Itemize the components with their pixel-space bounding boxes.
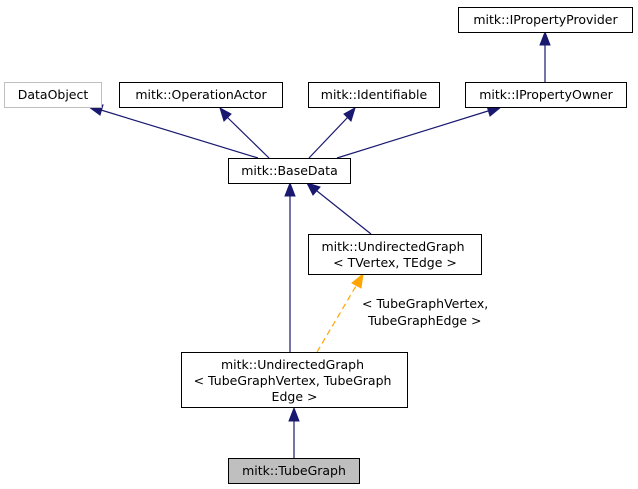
svg-text:DataObject: DataObject [18, 87, 89, 102]
node-operation-actor[interactable]: mitk::OperationActor [119, 82, 283, 108]
node-label: mitk::UndirectedGraph [221, 357, 364, 372]
svg-text:mitk::Identifiable: mitk::Identifiable [321, 87, 428, 102]
svg-text:mitk::IPropertyOwner: mitk::IPropertyOwner [479, 87, 613, 102]
node-identifiable[interactable]: mitk::Identifiable [308, 82, 440, 108]
svg-text:mitk::UndirectedGraph <: mitk::UndirectedGraph < TubeGraphVertex,… [194, 357, 396, 404]
template-binding-label-line: < TubeGraphVertex, [362, 296, 488, 311]
edge-base-data-to-data-object [87, 104, 259, 159]
svg-text:mitk::IPropertyProvider: mitk::IPropertyProvider [473, 12, 618, 27]
node-tube-graph[interactable]: mitk::TubeGraph [228, 458, 360, 484]
node-label: mitk::OperationActor [135, 87, 267, 102]
edge-iproperty-owner-to-iproperty-provider [539, 30, 551, 82]
edge-base-data-to-operation-actor [219, 106, 270, 159]
node-label: < TVertex, TEdge > [333, 255, 457, 270]
node-label: mitk::BaseData [241, 163, 338, 178]
edge-base-data-to-iproperty-owner [336, 105, 503, 159]
node-undirected-graph-instance[interactable]: mitk::UndirectedGraph < TubeGraphVertex,… [181, 352, 408, 408]
node-label: mitk::IPropertyProvider [473, 12, 618, 27]
edge-tube-graph-to-undirected-graph-instance [288, 406, 300, 458]
node-label: mitk::IPropertyOwner [479, 87, 613, 102]
node-iproperty-provider[interactable]: mitk::IPropertyProvider [458, 7, 633, 33]
node-undirected-graph-template[interactable]: mitk::UndirectedGraph < TVertex, TEdge > [308, 234, 482, 275]
node-label: Edge > [272, 389, 318, 404]
svg-text:mitk::BaseData: mitk::BaseData [241, 163, 338, 178]
node-label: mitk::UndirectedGraph [322, 239, 465, 254]
node-base-data[interactable]: mitk::BaseData [228, 158, 351, 184]
node-label: mitk::Identifiable [321, 87, 428, 102]
edge-undirected-graph-template-to-base-data [306, 182, 372, 235]
node-iproperty-owner[interactable]: mitk::IPropertyOwner [465, 82, 627, 108]
node-label: < TubeGraphVertex, TubeGraph [194, 373, 392, 388]
edge-base-data-to-identifiable [308, 106, 356, 159]
node-label: DataObject [18, 87, 89, 102]
svg-text:mitk::UndirectedGraph <: mitk::UndirectedGraph < TVertex, TEdge > [322, 239, 469, 270]
edge-undirected-graph-instance-to-base-data [284, 181, 296, 352]
node-data-object[interactable]: DataObject [4, 82, 102, 108]
template-binding-label-line: TubeGraphEdge > [367, 313, 482, 328]
template-binding-label: < TubeGraphVertex, TubeGraphEdge > [362, 296, 492, 328]
svg-text:mitk::TubeGraph: mitk::TubeGraph [242, 463, 346, 478]
node-label: mitk::TubeGraph [242, 463, 346, 478]
edge-template-binding [316, 272, 364, 353]
svg-text:mitk::OperationActor: mitk::OperationActor [135, 87, 267, 102]
